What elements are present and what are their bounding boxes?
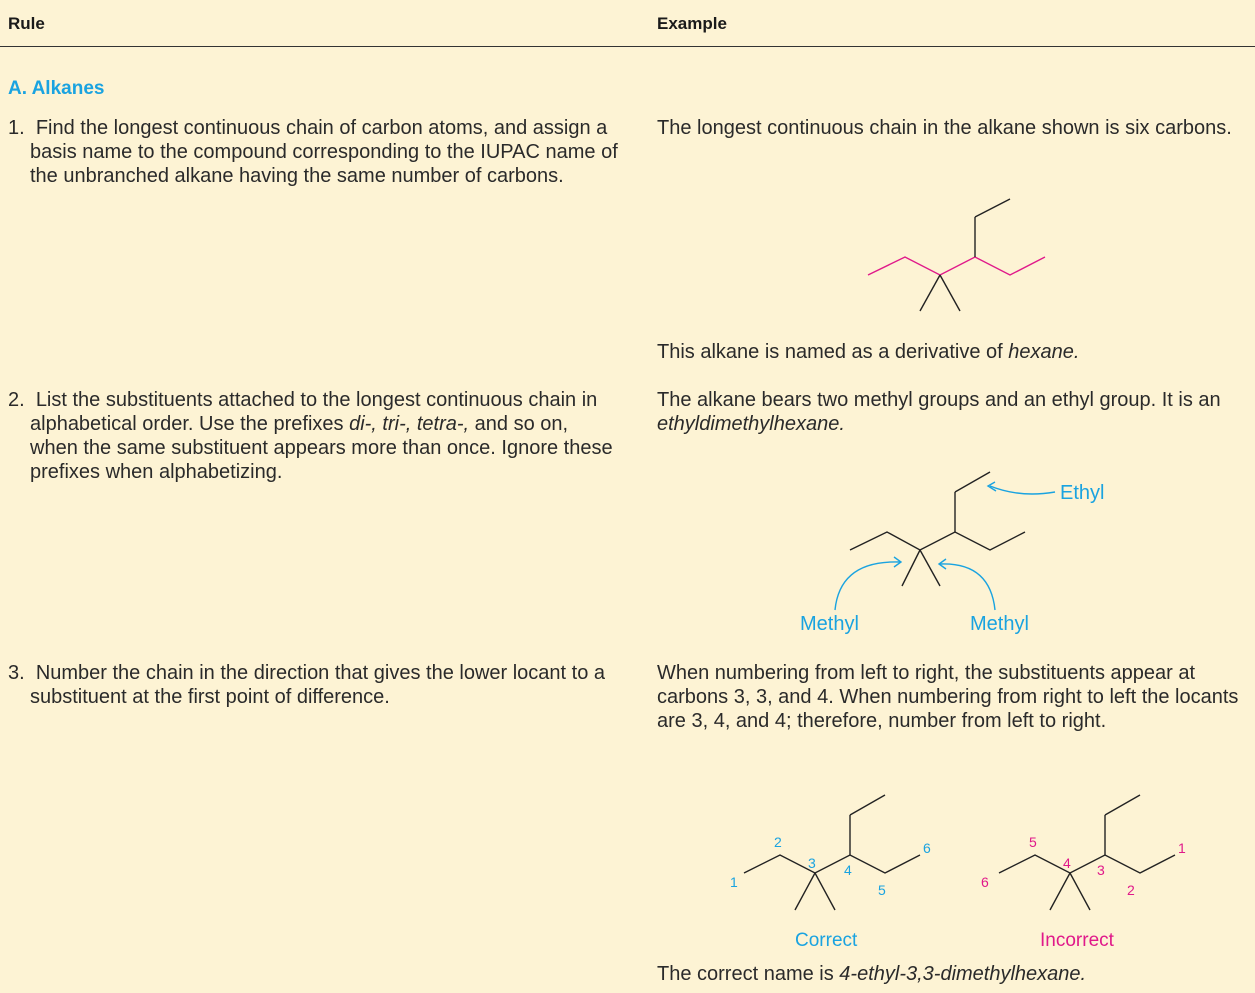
correct-locant-4: 4 xyxy=(844,862,852,878)
methyl-right-label: Methyl xyxy=(970,613,1029,635)
correct-locant-2: 2 xyxy=(774,834,782,850)
incorrect-locant-6: 6 xyxy=(981,874,989,890)
rule-3-number: 3. xyxy=(8,662,25,684)
section-title: A. Alkanes xyxy=(8,78,105,99)
example-2-intro: The alkane bears two methyl groups and a… xyxy=(657,388,1255,436)
rule-1-number: 1. xyxy=(8,117,25,139)
rule-3-text: Number the chain in the direction that g… xyxy=(30,662,606,708)
example-1-after: This alkane is named as a derivative of … xyxy=(657,340,1255,364)
correct-locant-3: 3 xyxy=(808,855,816,871)
correct-locant-5: 5 xyxy=(878,882,886,898)
example-1-intro: The longest continuous chain in the alka… xyxy=(657,117,1232,139)
incorrect-locant-1: 1 xyxy=(1178,840,1186,856)
methyl-right-arrowhead xyxy=(937,558,947,570)
structure-1-substituents xyxy=(919,198,1011,312)
example-2-intro-italic: ethyldimethylhexane. xyxy=(657,413,845,435)
example-column-header: Example xyxy=(657,14,727,33)
example-3-final-plain: The correct name is xyxy=(657,963,840,985)
ethyl-label: Ethyl xyxy=(1060,482,1104,504)
structure-2-skeleton xyxy=(849,471,1026,587)
rule-2-text-b: and so on, when the same substituent app… xyxy=(30,413,613,483)
structure-3-correct-diagram: 1 2 3 4 5 6 xyxy=(730,794,931,911)
ethyl-arrowhead xyxy=(986,481,997,492)
structure-1-diagram xyxy=(867,198,1046,312)
rule-2: 2. List the substituents attached to the… xyxy=(8,388,620,484)
example-3-final-italic: 4-ethyl-3,3-dimethylhexane. xyxy=(839,963,1087,985)
rule-2-number: 2. xyxy=(8,389,25,411)
methyl-left-arrowhead xyxy=(893,556,903,568)
table-header: Rule Example xyxy=(0,0,1255,47)
example-1-after-italic: hexane. xyxy=(1008,341,1080,363)
example-2-intro-plain: The alkane bears two methyl groups and a… xyxy=(657,389,1221,411)
structure-3-correct-skeleton xyxy=(743,794,921,911)
methyl-left-arrow xyxy=(834,561,901,611)
example-3-intro: When numbering from left to right, the s… xyxy=(657,662,1239,732)
methyl-right-arrow xyxy=(939,563,996,611)
structure-1-main-chain xyxy=(867,256,1046,276)
rule-2-text-a: List the substituents attached to the lo… xyxy=(30,389,598,435)
structure-3-incorrect-diagram: 6 5 4 3 2 1 xyxy=(981,794,1186,911)
rule-3: 3. Number the chain in the direction tha… xyxy=(8,661,620,709)
rule-1-text: Find the longest continuous chain of car… xyxy=(30,117,618,187)
correct-label: Correct xyxy=(795,930,858,951)
structure-3-incorrect-skeleton xyxy=(998,794,1176,911)
rule-1: 1. Find the longest continuous chain of … xyxy=(8,116,620,188)
incorrect-locant-3: 3 xyxy=(1097,862,1105,878)
correct-locant-6: 6 xyxy=(923,840,931,856)
incorrect-label: Incorrect xyxy=(1040,930,1114,951)
incorrect-locant-4: 4 xyxy=(1063,855,1071,871)
incorrect-locant-5: 5 xyxy=(1029,834,1037,850)
correct-locant-1: 1 xyxy=(730,874,738,890)
ethyl-arrow xyxy=(989,485,1056,495)
example-1-after-plain: This alkane is named as a derivative of xyxy=(657,341,1009,363)
structure-2-diagram: Ethyl Methyl Methyl xyxy=(800,471,1104,635)
rule-column-header: Rule xyxy=(8,14,45,33)
example-3-final: The correct name is 4-ethyl-3,3-dimethyl… xyxy=(657,962,1255,986)
rule-2-text-italic: di-, tri-, tetra-, xyxy=(349,413,470,435)
incorrect-locant-2: 2 xyxy=(1127,882,1135,898)
methyl-left-label: Methyl xyxy=(800,613,859,635)
